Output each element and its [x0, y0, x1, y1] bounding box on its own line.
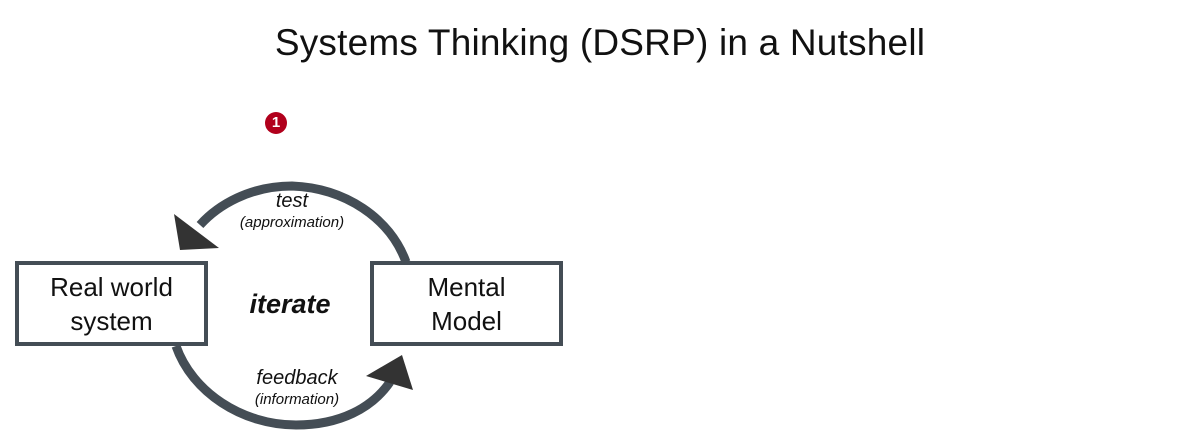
- real-world-system-box: Real world system: [15, 261, 208, 346]
- mental-model-line-2: Model: [431, 305, 502, 336]
- information-label: (information): [254, 391, 340, 408]
- feedback-arc-label: feedback (information): [226, 366, 368, 410]
- mental-model-box: Mental Model: [370, 261, 563, 346]
- test-label: test: [275, 190, 309, 212]
- top-arrowhead: [174, 214, 219, 250]
- bottom-arrowhead: [366, 355, 413, 390]
- approximation-label: (approximation): [239, 214, 345, 231]
- test-arc-label: test (approximation): [221, 189, 363, 233]
- numbered-marker: 1: [265, 112, 287, 134]
- mental-model-line-1: Mental: [427, 271, 506, 302]
- mental-model-label: Mental Model: [427, 270, 505, 338]
- feedback-label: feedback: [256, 367, 338, 389]
- bottom-arc: [171, 344, 394, 430]
- top-arc: [196, 181, 411, 264]
- slide-title: Systems Thinking (DSRP) in a Nutshell: [274, 22, 926, 63]
- real-world-system-label: Real world system: [50, 270, 173, 338]
- iterate-label: iterate: [249, 289, 331, 319]
- real-world-system-line-1: Real world: [50, 271, 173, 302]
- real-world-system-line-2: system: [70, 305, 153, 336]
